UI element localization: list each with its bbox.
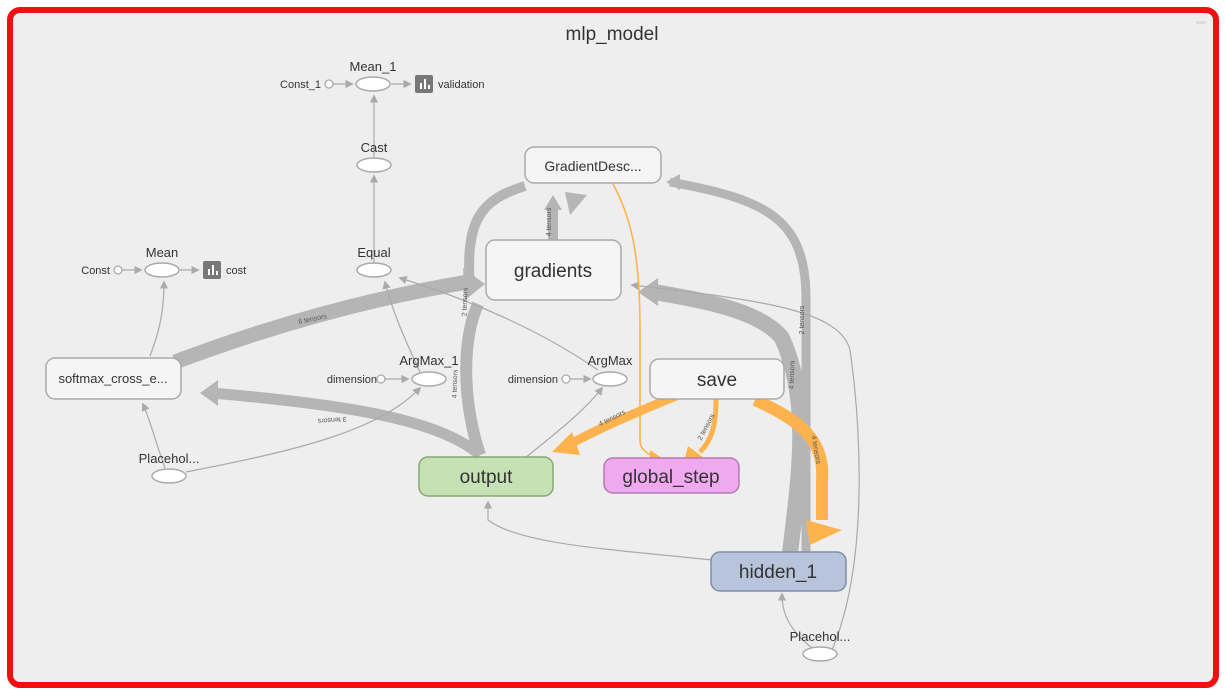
arrowhead-save-hidden: [806, 520, 842, 545]
node-label: softmax_cross_e...: [58, 371, 167, 386]
edge-placeholder1-argmax1: [185, 386, 422, 473]
edge-softmax-to-gradients: [172, 274, 470, 370]
gray-thin-edges: [122, 79, 860, 651]
node-softmax-cross-entropy[interactable]: softmax_cross_e...: [45, 357, 182, 400]
edge-output-argmax: [519, 386, 604, 463]
node-dimension-2[interactable]: dimension: [508, 374, 571, 386]
node-hidden-1[interactable]: hidden_1: [710, 551, 847, 592]
arrowhead-output-softmax: [200, 380, 218, 406]
edge-label: 4 tensors: [452, 369, 460, 399]
node-label: global_step: [622, 467, 719, 488]
node-output[interactable]: output: [418, 456, 554, 497]
edge-placeholder2-gradients: [630, 281, 860, 651]
node-placeholder-1[interactable]: Placehol...: [139, 451, 200, 484]
node-placeholder-2[interactable]: Placehol...: [790, 629, 851, 662]
node-label: ArgMax: [588, 353, 633, 368]
node-validation[interactable]: validation: [415, 75, 484, 93]
edge-argmax1-equal: [382, 280, 421, 373]
node-cost[interactable]: cost: [203, 261, 246, 279]
mlp-model-group[interactable]: [7, 7, 1219, 688]
node-label: Placehol...: [790, 629, 851, 644]
node-label: save: [697, 370, 737, 391]
node-label: hidden_1: [739, 562, 817, 583]
node-label: cost: [226, 265, 246, 277]
edge-label: 2 tensors: [799, 305, 806, 334]
arrowhead-hidden-gradients: [638, 278, 658, 306]
edge-label: 3 tensors: [317, 415, 347, 424]
node-const[interactable]: Const: [81, 265, 123, 277]
node-save[interactable]: save: [649, 358, 785, 400]
node-gradients[interactable]: gradients: [485, 239, 622, 301]
node-label: ArgMax_1: [399, 353, 458, 368]
arrowhead-gradients-gradientdesc: [565, 192, 587, 215]
node-label: Const_1: [280, 79, 321, 91]
edge-placeholder1-softmax: [141, 402, 166, 469]
arrowhead-gradientdesc-in: [666, 174, 680, 190]
node-label: Mean: [146, 245, 179, 260]
collapse-button[interactable]: [1196, 21, 1206, 24]
node-const-1[interactable]: Const_1: [280, 79, 334, 91]
arrowhead-gradientdesc-up: [544, 195, 562, 210]
edge-save-globalstep: [698, 398, 719, 454]
edge-save-hidden: [752, 394, 829, 520]
edge-label: 4 tensors: [789, 360, 797, 390]
gray-thick-edges: [172, 177, 811, 555]
node-label: gradients: [514, 261, 592, 282]
edge-gradientdesc-globalstep: [611, 181, 653, 457]
edge-label: 2 tensors: [462, 287, 470, 317]
edge-hidden-output: [483, 500, 713, 561]
node-argmax-1[interactable]: ArgMax_1: [399, 353, 459, 387]
edge-placeholder2-hidden: [777, 592, 813, 649]
edge-output-to-gradients: [460, 301, 486, 457]
node-label: output: [460, 467, 514, 488]
node-gradient-descent[interactable]: GradientDesc...: [524, 146, 662, 184]
node-label: dimension: [327, 374, 377, 386]
node-mean[interactable]: Mean: [144, 245, 180, 278]
node-label: Const: [81, 265, 110, 277]
edge-gradients-to-gradientdesc: [464, 181, 527, 291]
edge-label: 4 tensors: [810, 435, 822, 465]
edge-gradientdesc-to-hidden: [669, 177, 811, 555]
arrowhead-softmax-gradients: [463, 268, 485, 300]
arrowhead-save-output: [552, 432, 580, 455]
node-equal[interactable]: Equal: [356, 245, 392, 278]
node-label: Placehol...: [139, 451, 200, 466]
node-label: Equal: [357, 245, 390, 260]
node-label: GradientDesc...: [544, 158, 641, 174]
node-label: Cast: [361, 140, 388, 155]
edge-label: 4 tensors: [546, 207, 553, 236]
group-title: mlp_model: [566, 24, 659, 45]
edge-hidden-to-gradients: [652, 284, 809, 554]
node-argmax[interactable]: ArgMax: [588, 353, 633, 387]
node-dimension-1[interactable]: dimension: [327, 374, 386, 386]
node-label: dimension: [508, 374, 558, 386]
gray-arrowheads: [200, 174, 680, 406]
node-cast[interactable]: Cast: [356, 140, 392, 173]
edge-argmax-equal: [398, 276, 599, 371]
node-global-step[interactable]: global_step: [603, 457, 740, 494]
orange-edges: [565, 181, 829, 520]
node-label: Mean_1: [350, 59, 397, 74]
node-mean-1[interactable]: Mean_1: [350, 59, 397, 92]
edge-save-output: [565, 391, 678, 449]
edge-softmax-mean: [149, 280, 169, 357]
node-label: validation: [438, 79, 484, 91]
